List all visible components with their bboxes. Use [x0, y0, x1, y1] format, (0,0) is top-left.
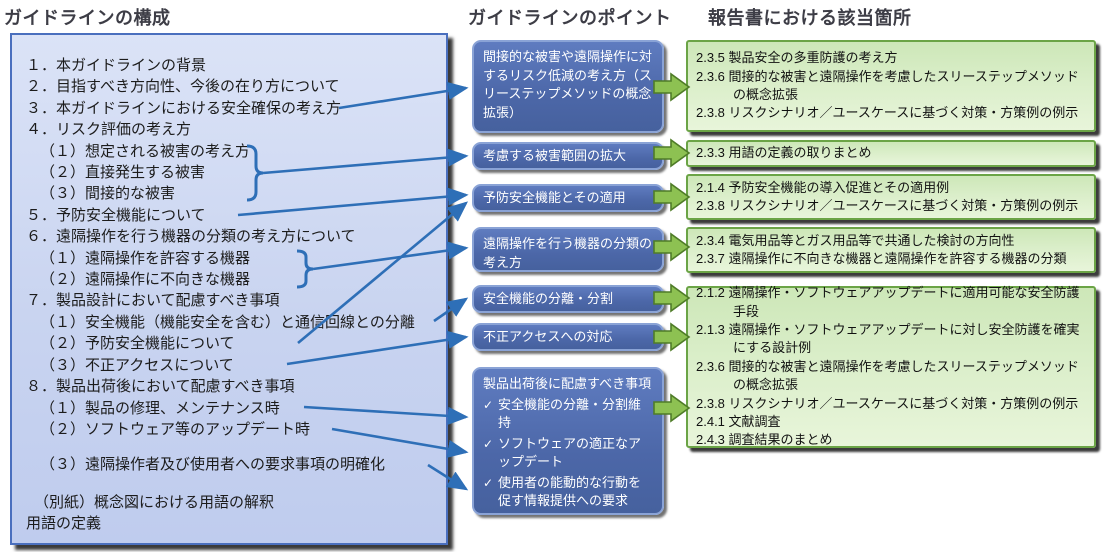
guideline-item: 用語の定義 [26, 515, 102, 533]
check-icon: ✓ [483, 397, 494, 412]
report-entry: 2.1.4 予防安全機能の導入促進とその適用例 [696, 179, 950, 195]
report-entry: 2.4.1 文献調査 [696, 414, 781, 430]
report-entry: 2.3.8 リスクシナリオ／ユースケースに基づく対策・方策例の例示 [696, 105, 1079, 121]
report-entry: 2.3.4 電気用品等とガス用品等で共通した検討の方向性 [696, 232, 1015, 248]
guideline-item: （２）ソフトウェア等のアップデート時 [40, 420, 311, 438]
post-shipment-check: ✓ 安全機能の分離・分割維持 [483, 396, 653, 433]
check-icon: ✓ [483, 436, 494, 451]
check-label: 安全機能の分離・分割維持 [498, 396, 642, 431]
left-column-header: ガイドラインの構成 [4, 8, 171, 28]
point-box-unauthorized-access: 不正アクセスへの対応 [472, 323, 664, 351]
guideline-item: （２）直接発生する被害 [40, 164, 206, 182]
point-box-safety-separation: 安全機能の分離・分割 [472, 285, 664, 313]
report-box-1: 2.3.5 製品安全の多重防護の考え方 2.3.6 間接的な被害と遠隔操作を考慮… [686, 40, 1096, 132]
report-entry: 2.3.8 リスクシナリオ／ユースケースに基づく対策・方策例の例示 [696, 395, 1079, 411]
report-box-3: 2.1.4 予防安全機能の導入促進とその適用例 2.3.8 リスクシナリオ／ユー… [686, 174, 1096, 220]
post-shipment-title: 製品出荷後に配慮すべき事項 [483, 376, 652, 391]
guideline-item: （別紙）概念図における用語の解釈 [34, 493, 275, 511]
guideline-item: （１）製品の修理、メンテナンス時 [40, 399, 280, 417]
point-box-damage-scope: 考慮する被害範囲の拡大 [472, 142, 664, 170]
spacer [24, 440, 440, 454]
check-label: ソフトウェアの適正なアップデート [498, 435, 642, 470]
guideline-item: （３）間接的な被害 [40, 185, 176, 203]
report-entry: 2.3.5 製品安全の多重防護の考え方 [696, 50, 898, 66]
guideline-item: ６．遠隔操作を行う機器の分類の考え方について [26, 228, 356, 246]
point-box-device-classification: 遠隔操作を行う機器の分類の考え方 [472, 227, 664, 272]
guideline-item: ４．リスク評価の考え方 [26, 121, 192, 139]
check-label: 使用者の能動的な行動を促す情報提供への要求 [498, 474, 642, 509]
guideline-item: ７．製品設計において配慮すべき事項 [26, 292, 280, 310]
spacer [24, 476, 440, 492]
report-entry: 2.3.6 間接的な被害と遠隔操作を考慮したスリーステップメソッドの概念拡張 [696, 68, 1079, 102]
guideline-item: ８．製品出荷後において配慮すべき事項 [26, 378, 295, 396]
guideline-item: （３）遠隔操作者及び使用者への要求事項の明確化 [40, 456, 386, 474]
guideline-item: （１）想定される被害の考え方 [40, 142, 251, 160]
report-entry: 2.4.3 調査結果のまとめ [696, 432, 833, 448]
point-box-post-shipment: 製品出荷後に配慮すべき事項 ✓ 安全機能の分離・分割維持 ✓ ソフトウェアの適正… [472, 367, 664, 515]
report-box-4: 2.3.4 電気用品等とガス用品等で共通した検討の方向性 2.3.7 遠隔操作に… [686, 227, 1096, 273]
report-box-5: 2.1.2 遠隔操作・ソフトウェアアップデートに適用可能な安全防護手段 2.1.… [686, 285, 1096, 448]
report-entry: 2.1.3 遠隔操作・ソフトウェアアップデートに対し安全防護を確実にする設計例 [696, 321, 1080, 356]
guideline-item: ３．本ガイドラインにおける安全確保の考え方 [26, 99, 342, 117]
right-column-header: 報告書における該当箇所 [708, 8, 912, 28]
guideline-item: （３）不正アクセスについて [40, 356, 234, 374]
report-entry: 2.3.3 用語の定義の取りまとめ [696, 145, 872, 161]
point-box-preventive-safety: 予防安全機能とその適用 [472, 184, 664, 212]
guideline-item: ５．予防安全機能について [26, 206, 206, 224]
guideline-item: １．本ガイドラインの背景 [26, 57, 207, 74]
post-shipment-check: ✓ ソフトウェアの適正なアップデート [483, 435, 653, 472]
point-box-risk-reduction: 間接的な被害や遠隔操作に対するリスク低減の考え方（スリーステップメソッドの概念拡… [472, 40, 664, 133]
report-box-2: 2.3.3 用語の定義の取りまとめ [686, 140, 1096, 167]
guideline-item: （２）予防安全機能について [40, 335, 235, 353]
guideline-item: （１）安全機能（機能安全を含む）と通信回線との分離 [40, 313, 415, 331]
post-shipment-check: ✓ 使用者の能動的な行動を促す情報提供への要求 [483, 474, 653, 511]
guideline-toc-panel: １．本ガイドラインの背景 ２．目指すべき方向性、今後の在り方について ３．本ガイ… [10, 33, 448, 545]
report-entry: 2.3.7 遠隔操作に不向きな機器と遠隔操作を許容する機器の分類 [696, 251, 1067, 266]
guideline-item: （２）遠隔操作に不向きな機器 [40, 271, 251, 289]
report-entry: 2.1.2 遠隔操作・ソフトウェアアップデートに適用可能な安全防護手段 [696, 285, 1080, 319]
middle-column-header: ガイドラインのポイント [468, 8, 672, 28]
check-icon: ✓ [483, 475, 494, 490]
guideline-item: ２．目指すべき方向性、今後の在り方について [26, 78, 340, 96]
report-entry: 2.3.8 リスクシナリオ／ユースケースに基づく対策・方策例の例示 [696, 198, 1079, 213]
guideline-item: （１）遠隔操作を許容する機器 [40, 249, 251, 267]
report-entry: 2.3.6 間接的な被害と遠隔操作を考慮したスリーステップメソッドの概念拡張 [696, 358, 1079, 393]
